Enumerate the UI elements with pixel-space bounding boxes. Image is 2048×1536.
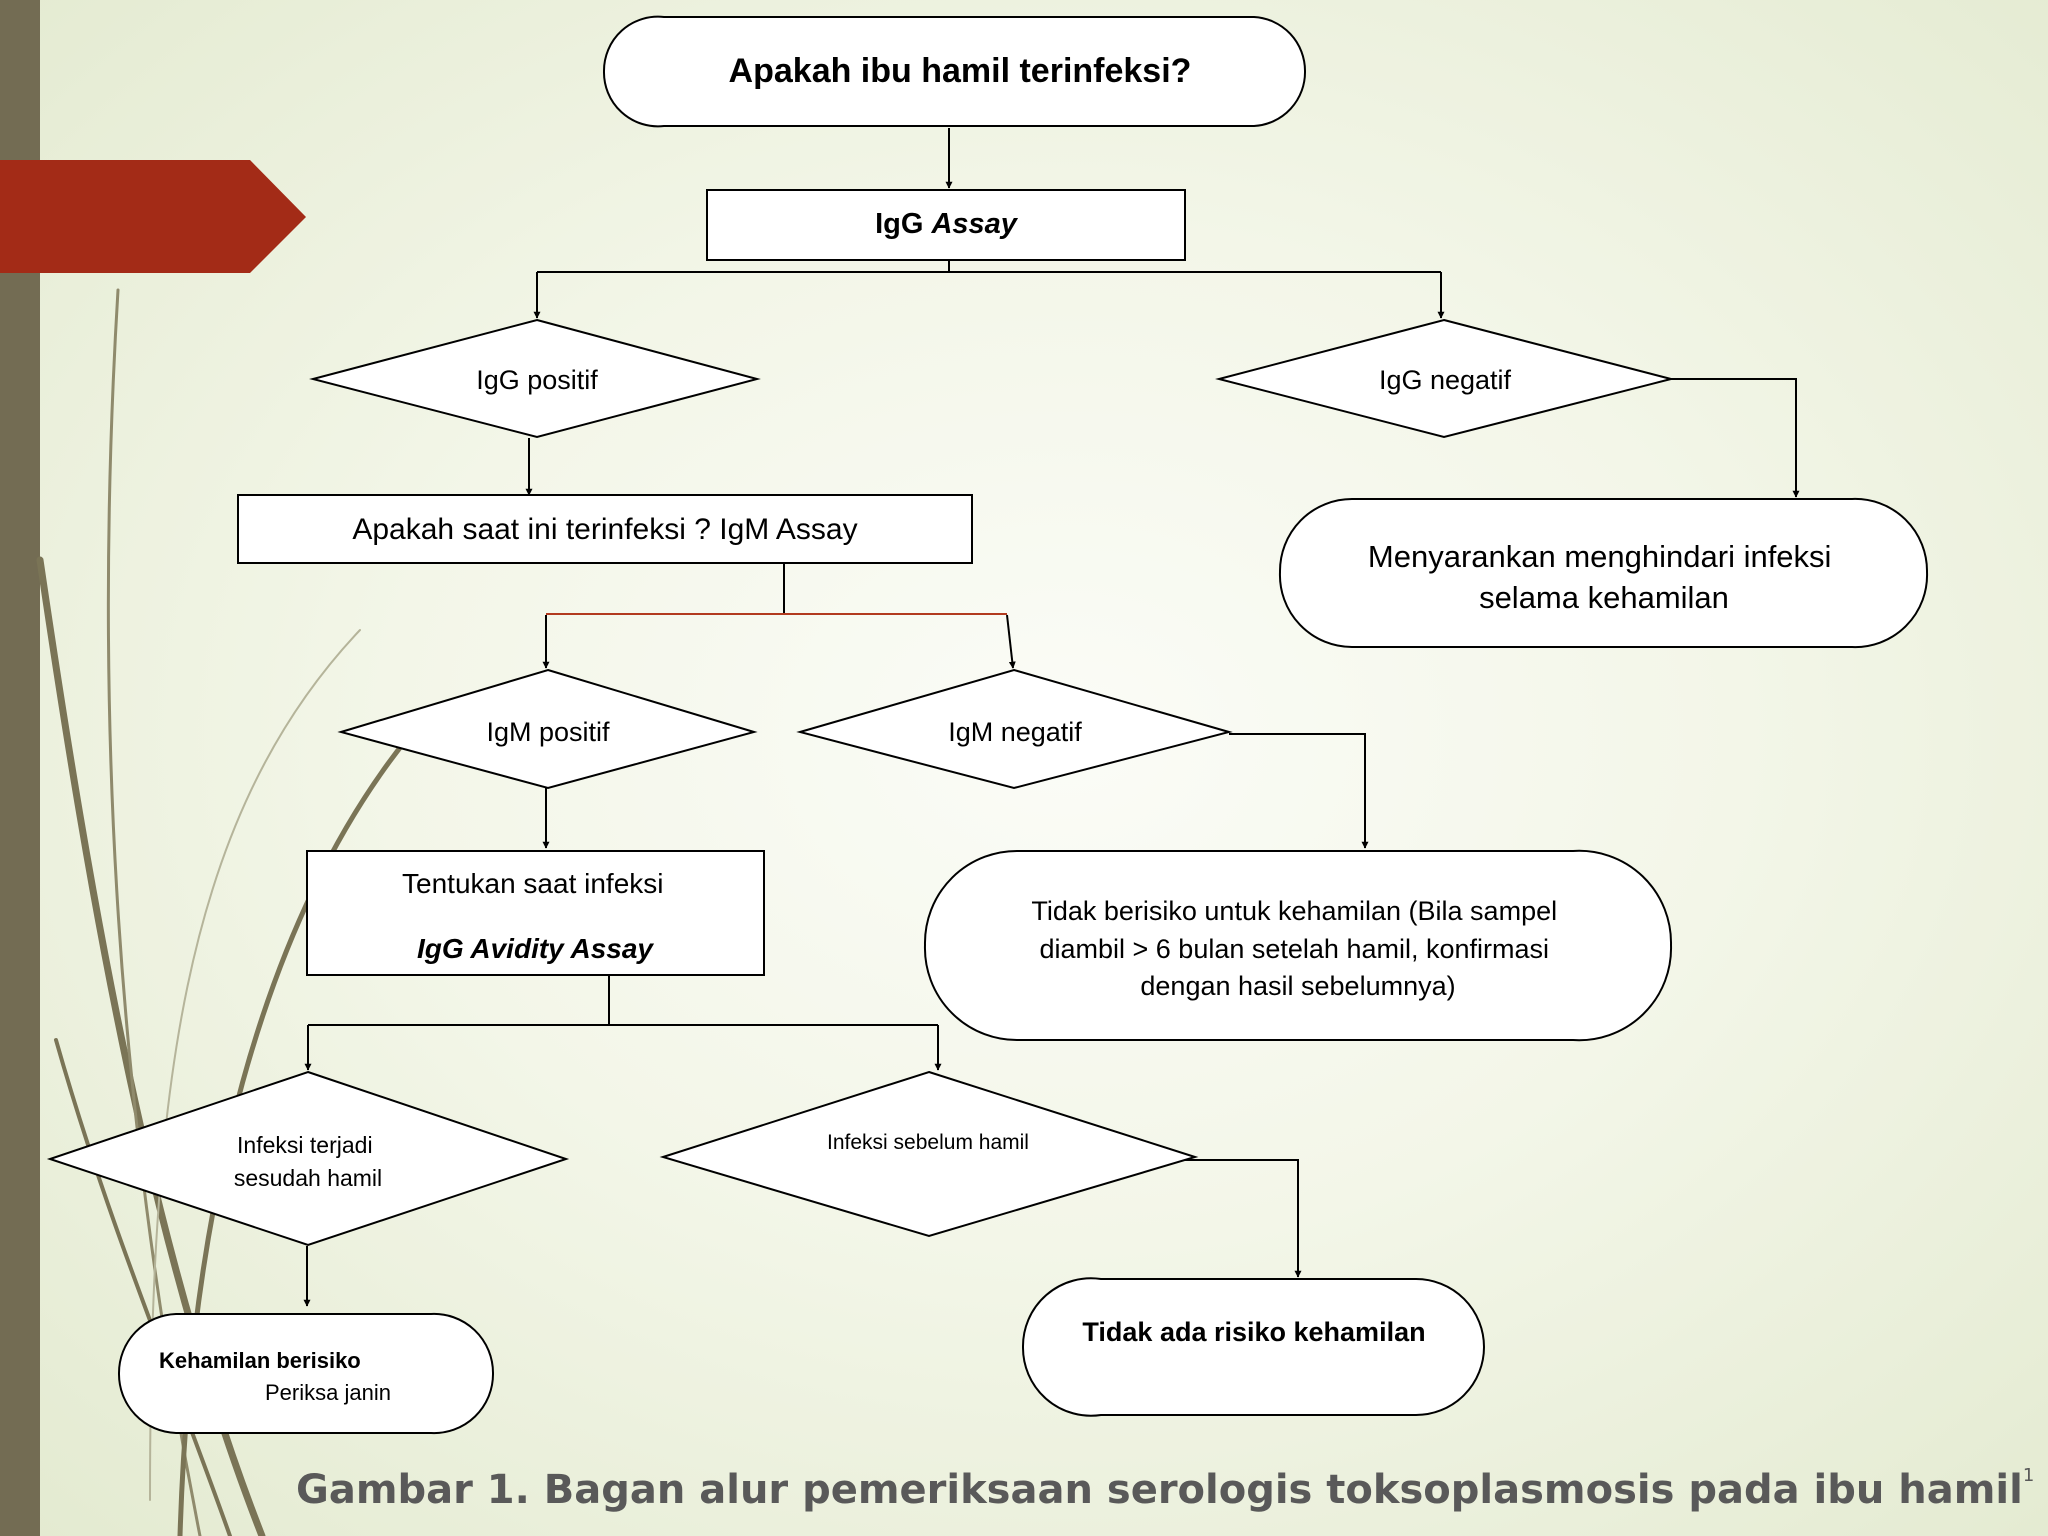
no-pregnancy-risk-label: Tidak ada risiko kehamilan [1082, 1317, 1425, 1347]
risky-pregnancy-terminal [117, 1312, 495, 1435]
igg-positive-label: IgG positif [476, 365, 598, 395]
infection-after-diamond [46, 1070, 570, 1247]
start-terminal [602, 15, 1307, 128]
connector-igg-assay-split [537, 261, 1441, 273]
connector-to-igm-negative [1006, 614, 1016, 669]
infection-before-diamond [659, 1070, 1199, 1238]
infection-after-line-2: sesudah hamil [234, 1165, 382, 1191]
connectors [303, 128, 1800, 1307]
node-shapes [46, 15, 1929, 1435]
no-risk-note-terminal [923, 849, 1673, 1042]
connector-igm-negative-to-note [1229, 733, 1369, 849]
connector-avidity-split [308, 976, 938, 1026]
igm-assay-label: Apakah saat ini terinfeksi ? IgM Assay [352, 513, 857, 546]
igm-positive-diamond [337, 668, 758, 790]
avidity-line-1: Tentukan saat infeksi [402, 868, 664, 899]
avoid-infection-label: Menyarankan menghindari infeksi selama k… [1368, 539, 1840, 615]
figure-caption-text: Gambar 1. Bagan alur pemeriksaan serolog… [296, 1467, 2023, 1513]
igg-positive-diamond [309, 318, 761, 439]
igg-assay-box [706, 189, 1186, 261]
no-pregnancy-risk-terminal [1021, 1277, 1486, 1417]
avoid-infection-line-1: Menyarankan menghindari infeksi [1368, 539, 1832, 574]
igm-negative-diamond [796, 668, 1233, 790]
igg-assay-label-italic: Assay [930, 208, 1018, 240]
figure-caption-superscript: 1 [2022, 1465, 2035, 1486]
connector-before-to-no-risk [1177, 1159, 1302, 1278]
avidity-box [306, 850, 765, 976]
no-risk-note-label: Tidak berisiko untuk kehamilan (Bila sam… [1031, 896, 1564, 1001]
igg-assay-label-plain: IgG [875, 208, 931, 240]
risky-pregnancy-title: Kehamilan berisiko [159, 1348, 361, 1373]
igm-positive-label: IgM positif [486, 717, 610, 747]
igg-negative-label: IgG negatif [1379, 365, 1512, 395]
avidity-label: Tentukan saat infeksi IgG Avidity Assay [402, 868, 668, 964]
igg-assay-label: IgG Assay [875, 208, 1019, 240]
igg-negative-diamond [1215, 318, 1672, 439]
infection-after-label: Infeksi terjadi sesudah hamil [234, 1132, 382, 1191]
risky-pregnancy-detail: Periksa janin [265, 1380, 391, 1405]
figure-caption: Gambar 1. Bagan alur pemeriksaan serolog… [296, 1460, 2034, 1520]
avoid-infection-line-2: selama kehamilan [1479, 580, 1729, 615]
igm-negative-label: IgM negatif [948, 717, 1082, 747]
avidity-line-2: IgG Avidity Assay [417, 933, 654, 964]
igm-assay-box [237, 494, 973, 564]
start-label: Apakah ibu hamil terinfeksi? [729, 52, 1192, 90]
no-risk-note-line-1: Tidak berisiko untuk kehamilan (Bila sam… [1031, 896, 1557, 926]
connector-igg-negative-to-avoid [1671, 378, 1800, 498]
title-banner [0, 160, 306, 273]
infection-after-line-1: Infeksi terjadi [237, 1132, 373, 1158]
risky-pregnancy-label: Kehamilan berisiko Periksa janin [159, 1348, 391, 1405]
no-risk-note-line-3: dengan hasil sebelumnya) [1140, 971, 1455, 1001]
infection-before-label: Infeksi sebelum hamil [827, 1131, 1029, 1154]
no-risk-note-line-2: diambil > 6 bulan setelah hamil, konfirm… [1039, 934, 1549, 964]
avoid-infection-terminal [1278, 497, 1929, 649]
